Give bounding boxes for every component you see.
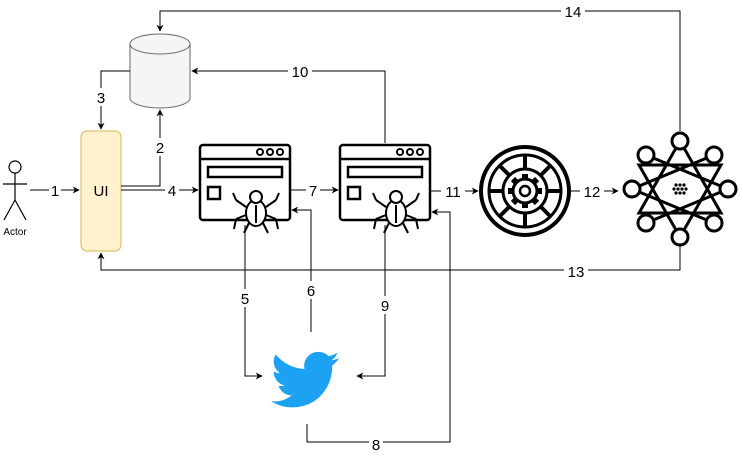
arrow-13 <box>97 245 681 271</box>
web-crawler-icon <box>198 143 292 234</box>
arrow-label-2: 2 <box>156 140 164 157</box>
arrow-label-10: 10 <box>292 64 309 81</box>
arrow-label-3: 3 <box>97 90 105 107</box>
arrow-10 <box>191 67 386 143</box>
arrow-label-12: 12 <box>584 184 601 201</box>
arrow-label-8: 8 <box>372 437 380 454</box>
arrow-label-1: 1 <box>51 183 59 200</box>
web-crawler-icon <box>338 143 432 234</box>
arrow-label-13: 13 <box>568 264 585 281</box>
actor-stick-figure-icon <box>3 160 27 221</box>
arrow-label-4: 4 <box>168 183 176 200</box>
actor-label: Actor <box>3 227 27 238</box>
arrow-2 <box>121 109 164 187</box>
arrow-9 <box>356 225 386 380</box>
arrow-label-9: 9 <box>381 298 389 315</box>
network-graph-icon <box>622 131 738 247</box>
arrow-14 <box>156 10 681 131</box>
arrow-5 <box>244 225 263 380</box>
arrow-6 <box>291 206 312 332</box>
arrow-label-14: 14 <box>565 4 582 21</box>
gear-processing-icon <box>479 145 571 237</box>
arrow-8 <box>306 208 451 443</box>
arrow-3 <box>97 70 130 130</box>
arrow-label-11: 11 <box>445 184 461 201</box>
database-icon <box>129 33 191 109</box>
ui-box <box>80 130 122 252</box>
twitter-bird-icon <box>270 351 340 408</box>
arrow-label-7: 7 <box>309 183 317 200</box>
ui-box-label: UI <box>94 183 109 200</box>
arrow-label-6: 6 <box>307 283 315 300</box>
arrow-label-5: 5 <box>241 291 249 308</box>
